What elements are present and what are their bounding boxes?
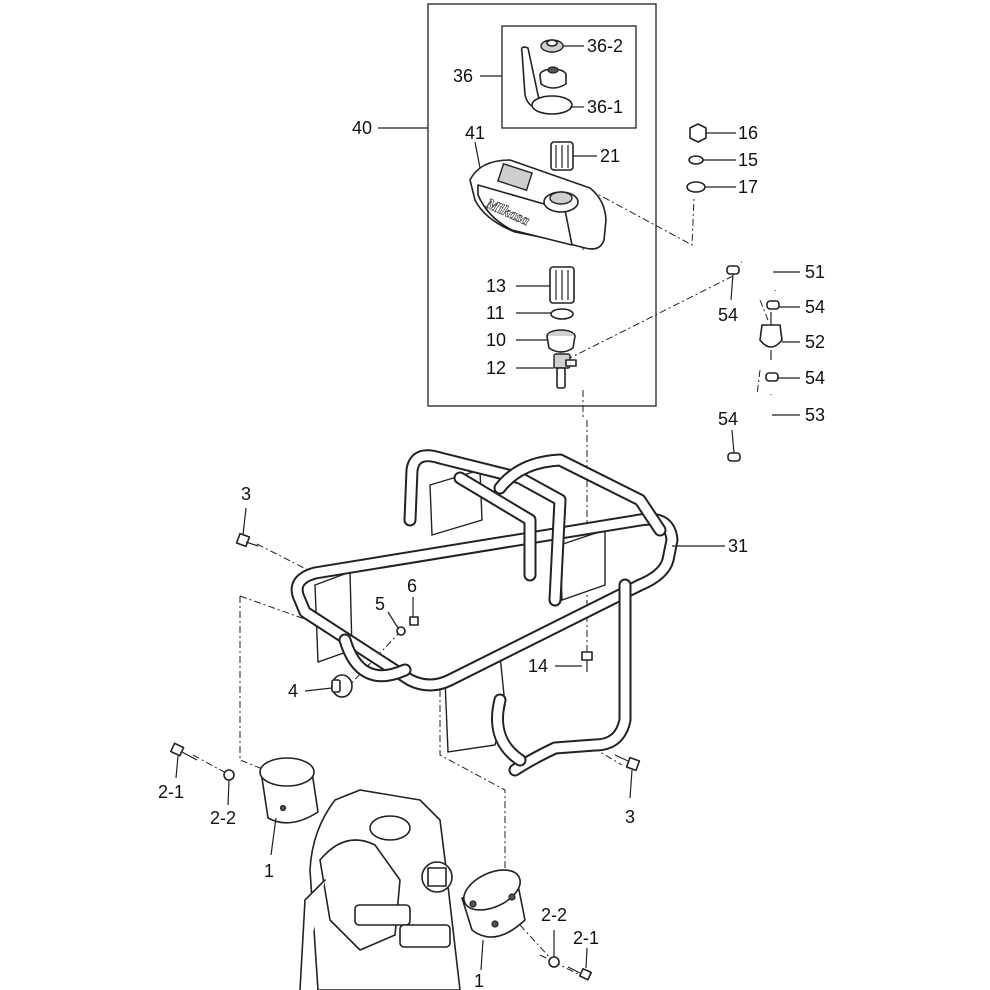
label-14[interactable]: 14 (528, 656, 548, 676)
clamp-54-a[interactable] (726, 265, 740, 275)
label-11[interactable]: 11 (486, 303, 505, 323)
frame-mount-plate-rear (559, 529, 606, 601)
fuel-tank[interactable]: Mikasa (469, 159, 607, 250)
cap-ring-36-1[interactable] (531, 95, 573, 115)
label-53[interactable]: 53 (805, 405, 825, 425)
bolt-14[interactable] (581, 651, 593, 672)
handle-frame[interactable] (290, 449, 679, 777)
label-10[interactable]: 10 (486, 330, 506, 350)
label-54-c[interactable]: 54 (805, 368, 825, 388)
label-36-1[interactable]: 36-1 (587, 97, 623, 117)
label-41[interactable]: 41 (465, 123, 485, 143)
fuel-hose-53[interactable] (736, 394, 773, 457)
label-31[interactable]: 31 (728, 536, 748, 556)
filter-13[interactable] (549, 266, 575, 304)
label-54-d[interactable]: 54 (718, 409, 738, 429)
fuel-cock-12[interactable] (553, 353, 577, 389)
strainer-21[interactable] (550, 141, 574, 171)
label-6[interactable]: 6 (407, 576, 417, 596)
label-2-1-lower[interactable]: 2-1 (573, 928, 599, 948)
alignment-lines (192, 189, 769, 976)
label-51[interactable]: 51 (805, 262, 825, 282)
washer-2-2-lower[interactable] (548, 956, 560, 968)
label-16[interactable]: 16 (738, 123, 758, 143)
clamp-54-b[interactable] (766, 300, 780, 310)
label-52[interactable]: 52 (805, 332, 825, 352)
label-54-a[interactable]: 54 (718, 305, 738, 325)
clamp-54-c[interactable] (765, 372, 779, 382)
bolt-2-1-upper[interactable] (169, 742, 198, 761)
leader-lines (175, 45, 800, 971)
washer-15[interactable] (688, 155, 704, 165)
label-2-2-lower[interactable]: 2-2 (541, 905, 567, 925)
label-36-2[interactable]: 36-2 (587, 36, 623, 56)
clamp-54-d[interactable] (727, 452, 741, 462)
label-54-b[interactable]: 54 (805, 297, 825, 317)
vibration-mount-right[interactable] (458, 862, 527, 938)
rubber-stopper-4[interactable] (331, 674, 353, 698)
washer-5[interactable] (396, 626, 406, 636)
label-4[interactable]: 4 (288, 681, 298, 701)
label-21[interactable]: 21 (600, 146, 620, 166)
washer-17[interactable] (686, 181, 706, 193)
label-40[interactable]: 40 (352, 118, 372, 138)
label-3-left[interactable]: 3 (241, 484, 251, 504)
vibration-mount-left[interactable] (259, 757, 319, 824)
label-12[interactable]: 12 (486, 358, 506, 378)
packing-11[interactable] (550, 308, 574, 320)
label-5[interactable]: 5 (375, 594, 385, 614)
label-1-right[interactable]: 1 (474, 971, 484, 990)
bolt-2-1-lower[interactable] (567, 966, 593, 981)
label-17[interactable]: 17 (738, 177, 758, 197)
nut-6[interactable] (409, 616, 419, 626)
engine-body (299, 789, 461, 990)
label-1-left[interactable]: 1 (264, 861, 274, 881)
fuel-hose-51[interactable] (741, 258, 777, 291)
nut-16[interactable] (689, 123, 707, 143)
part-labels: 40 36 36-2 36-1 41 21 16 15 17 13 11 10 … (158, 36, 825, 990)
fuel-tank-assembly-box (427, 3, 657, 407)
label-15[interactable]: 15 (738, 150, 758, 170)
label-36[interactable]: 36 (453, 66, 473, 86)
washer-2-2-upper[interactable] (223, 769, 235, 781)
label-13[interactable]: 13 (486, 276, 506, 296)
label-2-1-upper[interactable]: 2-1 (158, 782, 184, 802)
bolt-3-right[interactable] (614, 754, 641, 772)
bolt-3-left[interactable] (235, 532, 259, 548)
label-3-right[interactable]: 3 (625, 807, 635, 827)
cap-36-2[interactable] (540, 39, 564, 53)
cap-top-36[interactable] (539, 66, 567, 89)
filter-cap-10[interactable] (546, 329, 576, 353)
label-2-2-upper[interactable]: 2-2 (210, 808, 236, 828)
cap-assembly-box (501, 25, 637, 129)
fuel-filter-52[interactable] (759, 312, 783, 360)
